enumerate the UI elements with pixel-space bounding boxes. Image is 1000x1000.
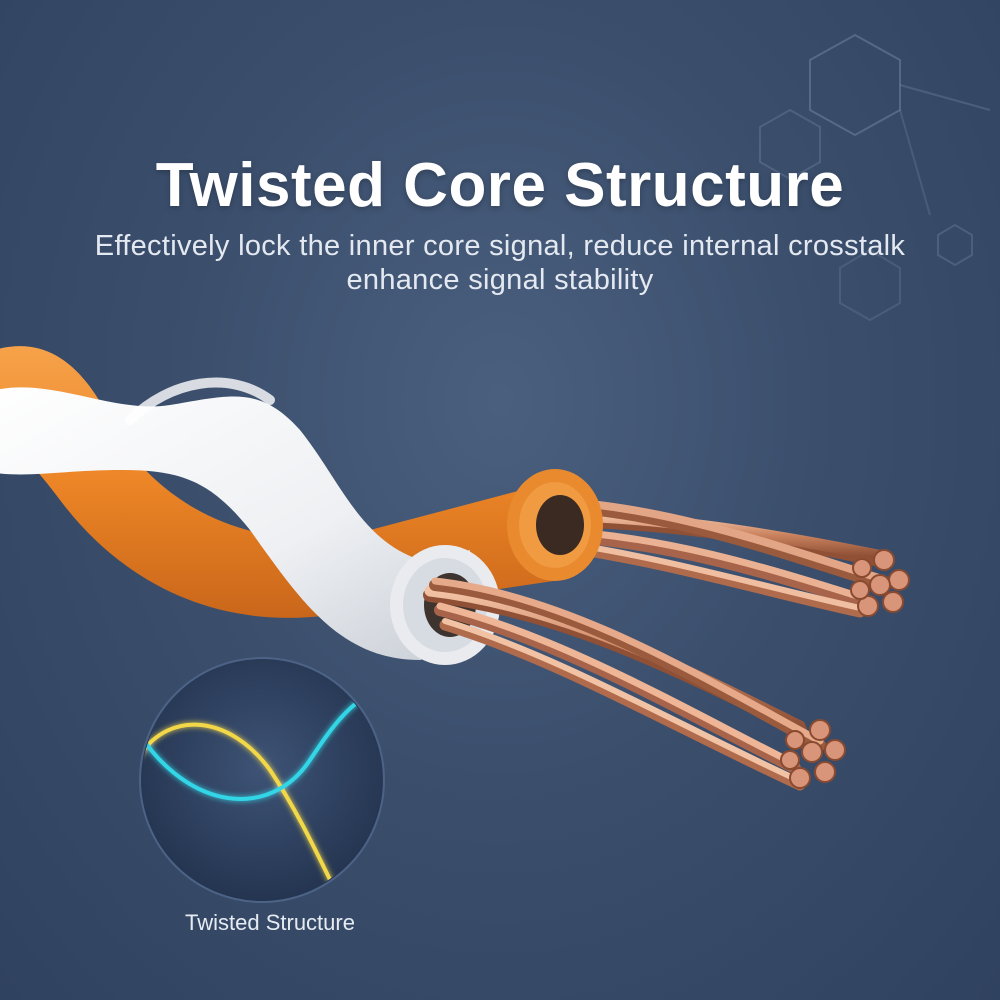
inset-caption: Twisted Structure bbox=[185, 910, 355, 935]
white-conductor-strands bbox=[423, 577, 846, 791]
orange-insulated-wire bbox=[0, 346, 603, 618]
subtitle-line-2: enhance signal stability bbox=[346, 264, 654, 296]
twisted-structure-inset bbox=[139, 657, 385, 903]
subtitle-line-1: Effectively lock the inner core signal, … bbox=[94, 230, 906, 262]
white-insulated-wire bbox=[0, 377, 500, 665]
headline-title: Twisted Core Structure bbox=[155, 151, 845, 220]
hexagon-network-decoration bbox=[759, 33, 991, 322]
cyan-wave bbox=[142, 688, 382, 801]
yellow-wave bbox=[142, 722, 342, 900]
